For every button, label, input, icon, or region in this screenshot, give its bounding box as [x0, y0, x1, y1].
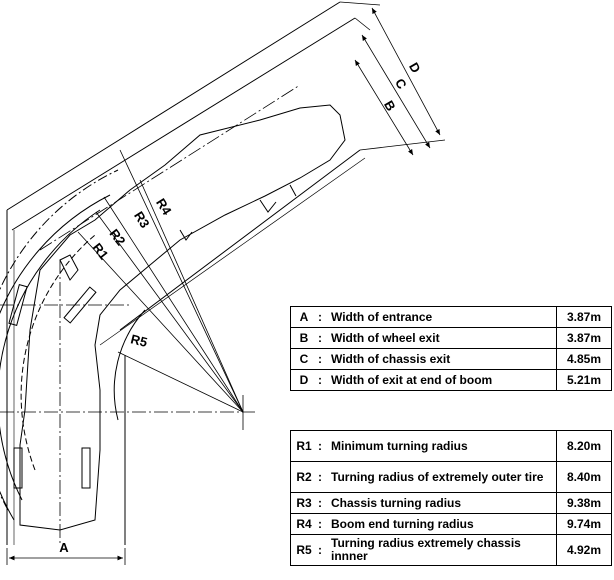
row-description: Width of exit at end of boom [327, 369, 557, 391]
row-colon: : [313, 430, 327, 462]
label-d: D [406, 60, 424, 76]
crane-vehicle-outline [8, 104, 346, 531]
row-value: 8.40m [556, 461, 612, 493]
row-value: 3.87m [556, 306, 612, 328]
row-colon: : [313, 348, 327, 370]
row-description: Chassis turning radius [327, 492, 557, 514]
row-colon: : [313, 306, 327, 328]
row-key: D [290, 369, 313, 391]
row-value: 5.21m [556, 369, 612, 391]
row-description: Width of entrance [327, 306, 557, 328]
dimension-a [6, 548, 126, 565]
row-colon: : [313, 513, 327, 535]
table-row: R5 : Turning radius extremely chassis in… [290, 534, 612, 566]
radius-table: R1 : Minimum turning radius 8.20m R2 : T… [290, 430, 612, 566]
table-row: A : Width of entrance 3.87m [290, 306, 612, 328]
row-colon: : [313, 492, 327, 514]
row-description: Turning radius extremely chassis innner [327, 534, 557, 566]
row-value: 3.87m [556, 327, 612, 349]
row-colon: : [313, 534, 327, 566]
row-key: C [290, 348, 313, 370]
label-r1: R1 [90, 240, 112, 262]
row-value: 4.92m [556, 534, 612, 566]
dimension-bcd [339, 1, 446, 156]
width-table: A : Width of entrance 3.87m B : Width of… [290, 306, 612, 391]
row-value: 9.74m [556, 513, 612, 535]
row-colon: : [313, 327, 327, 349]
row-key: R2 [290, 461, 313, 493]
table-row: R2 : Turning radius of extremely outer t… [290, 461, 612, 493]
label-r4: R4 [153, 196, 175, 219]
exit-lanes [6, 1, 366, 346]
row-key: R1 [290, 430, 313, 462]
row-description: Boom end turning radius [327, 513, 557, 535]
row-description: Minimum turning radius [327, 430, 557, 462]
row-value: 8.20m [556, 430, 612, 462]
turning-arcs [0, 169, 146, 521]
row-description: Turning radius of extremely outer tire [327, 461, 557, 493]
table-row: R4 : Boom end turning radius 9.74m [290, 513, 612, 535]
radius-lines [77, 149, 244, 430]
row-key: R5 [290, 534, 313, 566]
row-key: R4 [290, 513, 313, 535]
table-row: B : Width of wheel exit 3.87m [290, 327, 612, 349]
label-b: B [381, 98, 399, 114]
center-lines [0, 84, 301, 545]
row-value: 4.85m [556, 348, 612, 370]
label-r5: R5 [129, 331, 149, 350]
table-row: C : Width of chassis exit 4.85m [290, 348, 612, 370]
table-row: R3 : Chassis turning radius 9.38m [290, 492, 612, 514]
label-a: A [59, 540, 69, 555]
label-r3: R3 [131, 209, 153, 231]
row-description: Width of chassis exit [327, 348, 557, 370]
row-key: R3 [290, 492, 313, 514]
row-colon: : [313, 461, 327, 493]
table-row: R1 : Minimum turning radius 8.20m [290, 430, 612, 462]
row-key: B [290, 327, 313, 349]
row-colon: : [313, 369, 327, 391]
entrance-lanes [6, 210, 126, 545]
row-value: 9.38m [556, 492, 612, 514]
row-description: Width of wheel exit [327, 327, 557, 349]
table-row: D : Width of exit at end of boom 5.21m [290, 369, 612, 391]
row-key: A [290, 306, 313, 328]
